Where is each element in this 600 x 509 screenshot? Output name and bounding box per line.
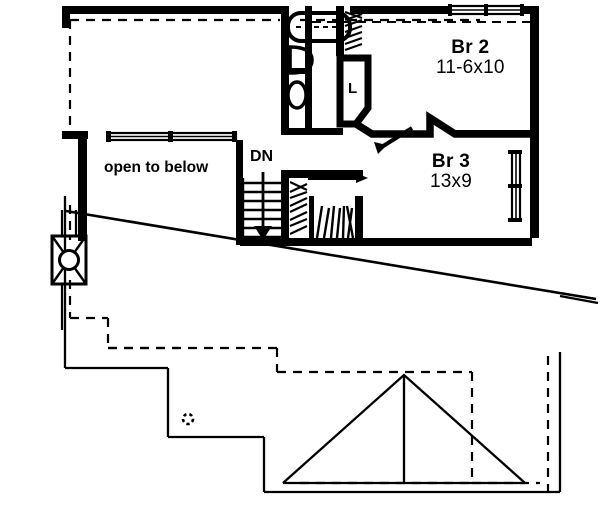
linen-closet-label: L: [348, 80, 358, 97]
balcony-railing-icon: [106, 131, 238, 142]
stair-run: [241, 172, 284, 240]
br3-closet-hatch-icon: [315, 205, 355, 239]
room-dimensions-br2: 11-6x10: [436, 56, 505, 78]
toilet-icon: [288, 45, 314, 75]
room-name-br2: Br 2: [451, 37, 490, 58]
sink-icon: [286, 80, 308, 110]
br2-closet-hatch-icon: [344, 11, 363, 51]
br2-double-window-icon: [448, 4, 524, 16]
bathtub-icon: [286, 11, 352, 43]
stair-direction-label: DN: [250, 148, 274, 165]
walls: [62, 6, 539, 246]
room-dimensions-br3: 13x9: [430, 170, 473, 192]
open-to-below-label: open to below: [104, 159, 209, 176]
roof-slope-line: [65, 209, 597, 301]
roof-slope-line-lower: [559, 294, 599, 305]
room-label-br3: Br 3 13x9: [430, 152, 472, 192]
room-name-br3: Br 3: [431, 151, 471, 172]
stair-closet-hatch-icon: [289, 181, 308, 235]
br2-door-icon: [374, 126, 414, 154]
column-marker-icon: [181, 412, 195, 426]
br3-door-icon: [308, 173, 368, 183]
room-label-br2: Br 2 11-6x10: [436, 38, 505, 78]
chimney-icon: [50, 210, 88, 330]
br3-window-icon: [508, 150, 522, 222]
roof-edge-lines: [63, 196, 562, 494]
